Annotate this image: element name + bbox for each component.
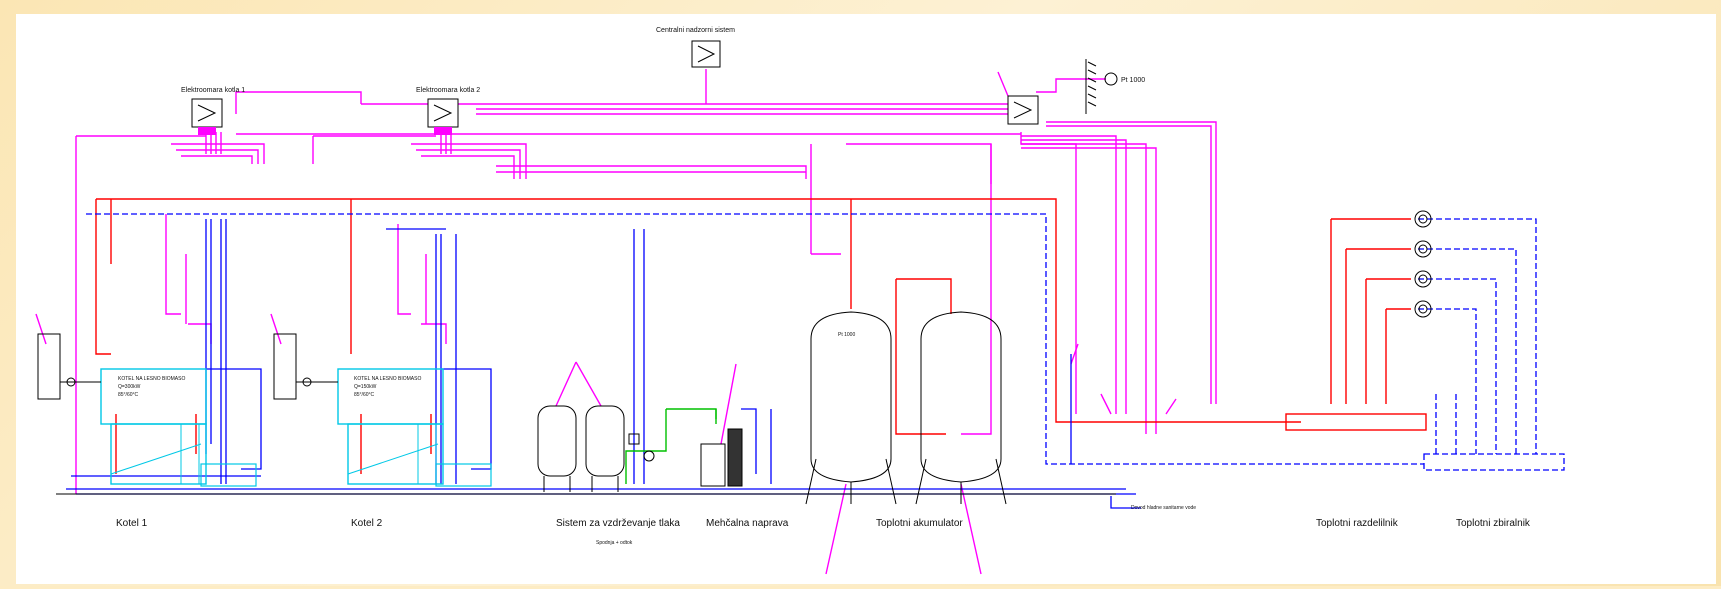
heat-distributor — [1285, 413, 1427, 431]
cabinet-2-label: Elektroomara kotla 2 — [416, 87, 480, 94]
tank-pt-label: Pt 1000 — [838, 332, 855, 338]
pressure-system — [537, 405, 655, 492]
accumulator-tanks — [805, 311, 1007, 505]
collector-label: Toplotni zbiralnik — [1456, 518, 1531, 529]
central-system-label: Centralni nadzorni sistem — [656, 27, 735, 34]
boiler-2-plate-line3: 85°/60°C — [354, 392, 375, 398]
heat-collector — [1423, 453, 1565, 471]
boiler-1-plate-line2: Q=300kW — [118, 384, 141, 390]
boiler-2-plate-line1: KOTEL NA LESNO BIOMASO — [354, 376, 421, 382]
central-control-box — [691, 40, 721, 68]
cabinet-2-box — [427, 98, 459, 135]
distributor-label: Toplotni razdelilnik — [1316, 518, 1399, 529]
supply-lines — [95, 198, 1411, 474]
outdoor-sensor — [1085, 59, 1118, 114]
boiler-2-plate-line2: Q=150kW — [354, 384, 377, 390]
drain-note: Dovod hladne sanitarne vode — [1131, 505, 1196, 511]
hydraulic-scheme: KOTEL NA LESNO BIOMASO Q=300kW 85°/60°C … — [35, 27, 1565, 575]
softener — [700, 428, 743, 487]
spoj-label: Spodnja + odtok — [596, 540, 633, 546]
water-treatment-label: Sistem za vzdrževanje tlaka — [556, 518, 680, 529]
cabinet-1-box — [191, 98, 223, 135]
mixing-label: Mehčalna naprava — [706, 518, 789, 529]
accumulator-label: Toplotni akumulator — [876, 518, 963, 529]
boiler-2 — [273, 333, 492, 487]
gauge-circles — [1414, 210, 1432, 318]
boiler-1-plate-line3: 85°/60°C — [118, 392, 139, 398]
boiler-1-label: Kotel 1 — [116, 518, 148, 529]
boiler-1-plate-line1: KOTEL NA LESNO BIOMASO — [118, 376, 185, 382]
pt-top-label: Pt 1000 — [1121, 77, 1145, 84]
signal-lines — [35, 69, 1217, 575]
cabinet-3-box — [1007, 95, 1039, 125]
cabinet-1-label: Elektroomara kotla 1 — [181, 87, 245, 94]
return-lines — [66, 213, 1537, 509]
boiler-1 — [37, 333, 257, 487]
green-lines — [625, 408, 717, 484]
boiler-2-label: Kotel 2 — [351, 518, 383, 529]
drawing-sheet: KOTEL NA LESNO BIOMASO Q=300kW 85°/60°C … — [16, 14, 1716, 584]
